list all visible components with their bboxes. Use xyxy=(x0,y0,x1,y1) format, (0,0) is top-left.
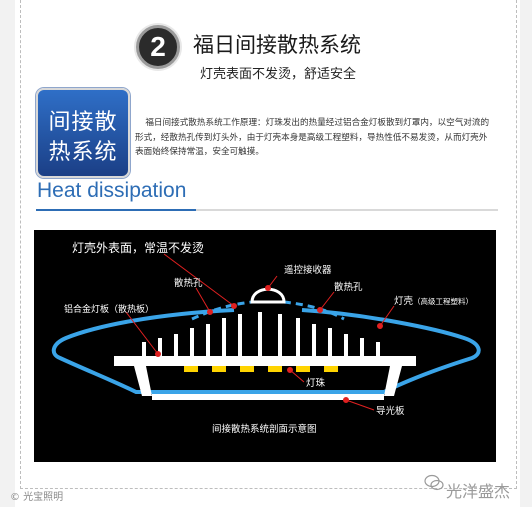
label-vent-right: 散热孔 xyxy=(334,281,363,293)
heat-sink-fins xyxy=(142,312,380,356)
label-shell-surface: 灯壳外表面，常温不发烫 xyxy=(72,240,204,255)
vent-band-right xyxy=(283,300,345,321)
badge-line-2: 热系统 xyxy=(48,140,118,165)
remote-receiver-dome xyxy=(250,287,286,304)
diagram-canvas: 灯壳外表面，常温不发烫 遥控接收器 散热孔 散热孔 铝合金灯板（散热板） 灯壳（… xyxy=(34,230,496,462)
section-heading: Heat dissipation xyxy=(37,179,187,202)
label-remote-receiver: 遥控接收器 xyxy=(284,264,332,276)
label-shell: 灯壳（高级工程塑料） xyxy=(394,295,473,307)
label-aluminum-board: 铝合金灯板（散热板） xyxy=(64,303,154,315)
badge-line-1: 间接散 xyxy=(48,110,118,135)
system-badge: 间接散 热系统 xyxy=(36,88,130,178)
led-beads xyxy=(184,366,338,372)
vent-band-left xyxy=(191,300,253,321)
section-divider xyxy=(36,209,498,211)
cross-section-diagram: 灯壳外表面，常温不发烫 遥控接收器 散热孔 散热孔 铝合金灯板（散热板） 灯壳（… xyxy=(34,230,496,462)
label-shell-main: 灯壳 xyxy=(394,295,414,307)
label-led-bead: 灯珠 xyxy=(306,377,326,389)
leader-lines xyxy=(125,253,395,411)
watermark-right: 光洋盛杰 xyxy=(446,482,511,501)
wechat-icon xyxy=(424,474,444,491)
label-vent-left: 散热孔 xyxy=(174,277,203,289)
page-title: 福日间接散热系统 xyxy=(193,33,361,57)
label-shell-sub: （高级工程塑料） xyxy=(413,296,473,306)
label-light-guide: 导光板 xyxy=(376,405,405,417)
light-guide-plate xyxy=(152,394,384,400)
watermark-left: © 光宝照明 xyxy=(10,492,64,503)
diagram-caption: 间接散热系统剖面示意图 xyxy=(212,423,317,435)
page-subtitle: 灯壳表面不发烫，舒适安全 xyxy=(200,67,357,82)
lamp-shell-outline xyxy=(51,308,481,394)
step-number-badge: 2 xyxy=(136,25,180,69)
principle-description: 福日间接式散热系统工作原理：灯珠发出的热量经过铝合金灯板散到灯罩内，以空气对流的… xyxy=(135,118,490,157)
diagram-background xyxy=(34,230,496,462)
dashed-frame xyxy=(20,0,517,489)
